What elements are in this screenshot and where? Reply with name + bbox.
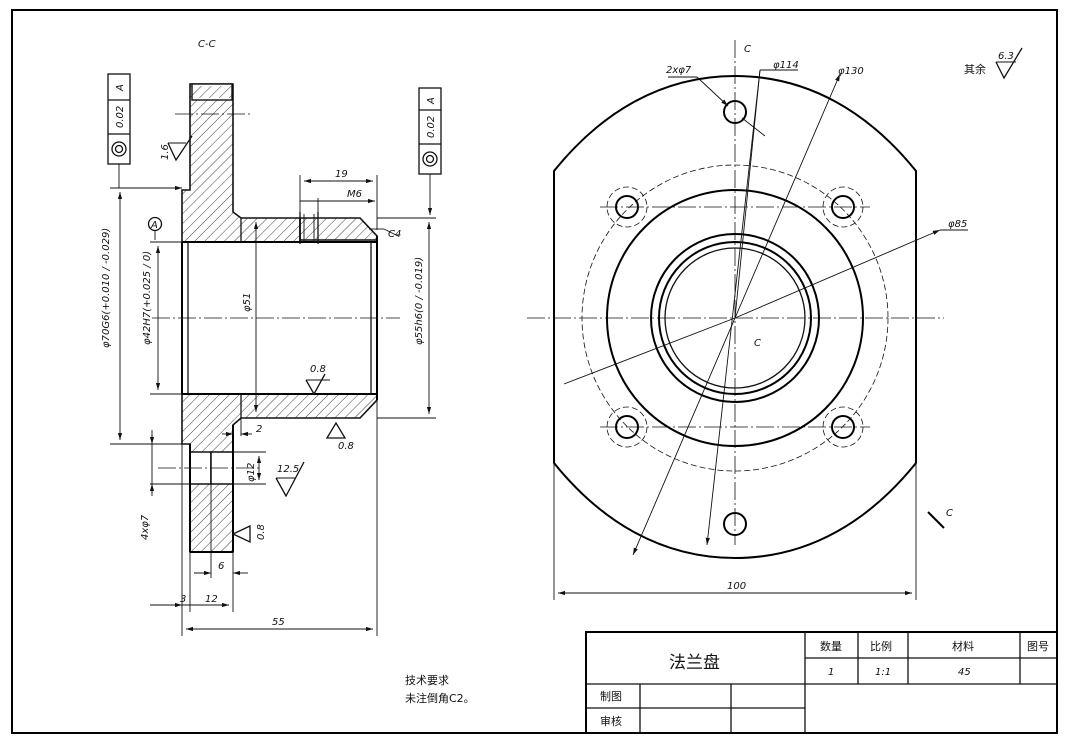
datum-letter: A: [150, 220, 158, 231]
dim-4x7: 4xφ7: [140, 514, 151, 540]
tol-left-datum: A: [115, 84, 126, 92]
dim-2: 2: [256, 424, 262, 435]
dim-d85: φ85: [948, 219, 967, 230]
dim-d55: φ55h6(0 / -0.019): [414, 257, 425, 345]
dim-d130: φ130: [838, 66, 864, 77]
rough-1-6: 1.6: [160, 144, 171, 160]
dim-12: 12: [205, 594, 218, 605]
drawn-by-label: 制图: [600, 690, 622, 703]
dim-3: 3: [180, 594, 186, 605]
dim-19: 19: [335, 169, 348, 180]
rough-0-8-a: 0.8: [310, 364, 326, 375]
dim-55: 55: [272, 617, 285, 628]
dim-c4: C4: [388, 229, 401, 240]
notes-title: 技术要求: [405, 674, 449, 687]
section-view: C-C: [101, 39, 442, 636]
drawing-border: [11, 9, 1058, 734]
header-material: 材料: [952, 639, 974, 653]
header-scale: 比例: [870, 639, 892, 653]
rough-0-8-c: 0.8: [256, 524, 267, 540]
section-label: C-C: [198, 39, 216, 50]
dim-6: 6: [218, 561, 224, 572]
front-view: 其余 6.3 C C C: [527, 40, 1023, 600]
header-qty: 数量: [820, 640, 842, 653]
dim-d114: φ114: [773, 60, 799, 71]
notes-line1: 未注倒角C2。: [405, 691, 475, 705]
rough-rest-label: 其余: [964, 62, 986, 76]
tolerance-frame-right: A 0.02: [418, 87, 442, 215]
tol-left-value: 0.02: [115, 106, 126, 128]
value-scale: 1:1: [875, 667, 891, 678]
dim-d42: φ42H7(+0.025 / 0): [142, 251, 153, 345]
rough-0-8-b: 0.8: [338, 441, 354, 452]
rough-rest-value: 6.3: [998, 51, 1014, 62]
datum-marker: [147, 216, 163, 232]
dim-d51: φ51: [242, 293, 253, 312]
header-drawing-no: 图号: [1027, 640, 1049, 653]
tol-right-value: 0.02: [426, 116, 437, 138]
tol-right-datum: A: [426, 97, 437, 105]
technical-notes: 技术要求 未注倒角C2。: [405, 674, 475, 705]
cut-letter-bottom: C: [946, 508, 953, 519]
dim-100: 100: [727, 581, 746, 592]
dim-d70: φ70G6(+0.010 / -0.029): [101, 228, 112, 348]
title-block: 法兰盘 数量 比例 材料 图号 1 1:1 45 制图 审核: [585, 631, 1058, 734]
value-material: 45: [958, 667, 971, 678]
dim-2x7: 2xφ7: [666, 65, 692, 76]
value-qty: 1: [828, 667, 834, 678]
part-name: 法兰盘: [669, 653, 720, 673]
checked-by-label: 审核: [600, 714, 622, 728]
cut-letter-top: C: [744, 44, 751, 55]
rough-12-5: 12.5: [277, 464, 299, 475]
tolerance-frame-left: A 0.02: [107, 73, 182, 191]
center-letter: C: [754, 338, 761, 349]
dim-m6: M6: [347, 189, 362, 200]
dim-d12v: φ12: [246, 463, 257, 482]
